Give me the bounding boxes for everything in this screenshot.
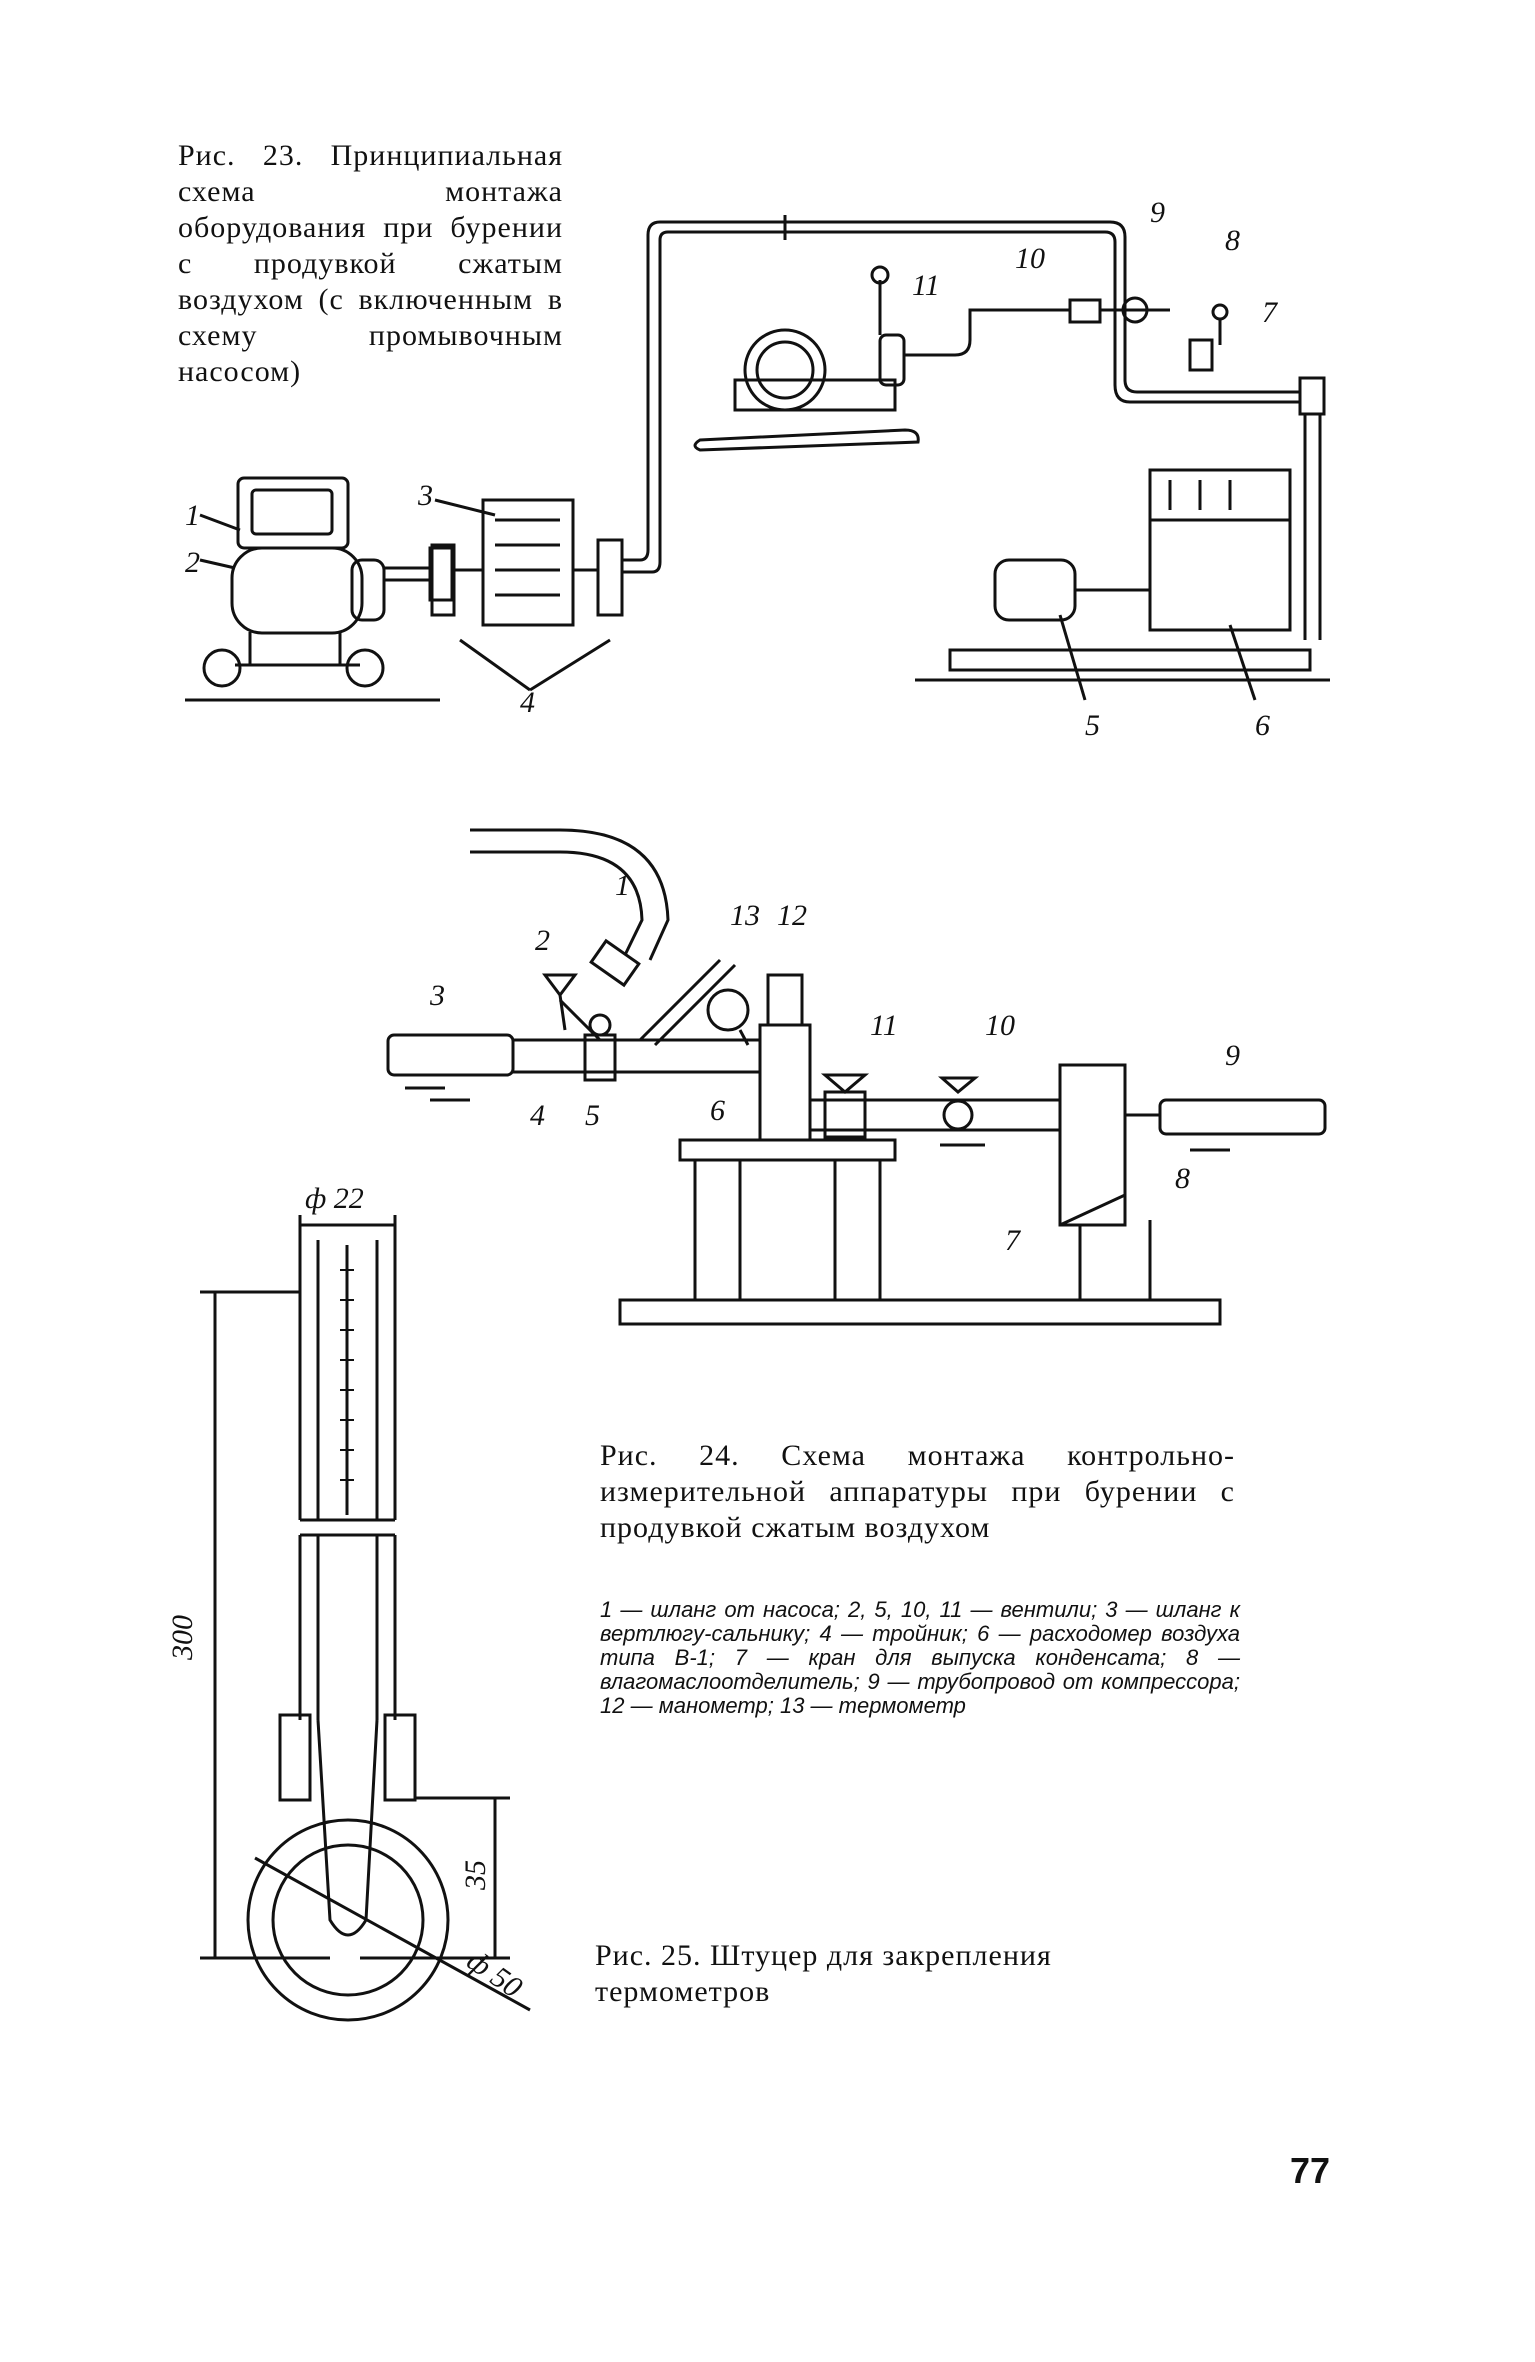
fig25-dim-300: 300: [166, 1615, 199, 1661]
fig24-label-3: 3: [429, 979, 445, 1012]
page-number: 77: [1290, 2150, 1331, 2191]
fig25-caption: Рис. 25. Штуцер для закрепления термомет…: [595, 1939, 1052, 2008]
fig23-label-9: 9: [1150, 196, 1165, 229]
fig23-label-6: 6: [1255, 709, 1270, 742]
fig25-dim-35: 35: [459, 1860, 492, 1891]
fig23-label-11: 11: [912, 269, 940, 302]
fig23-label-7: 7: [1262, 296, 1279, 329]
fig24-label-10: 10: [985, 1009, 1015, 1042]
fig23-label-3: 3: [417, 479, 433, 512]
fig25-dim-d50: ф 50: [461, 1944, 528, 2005]
fig24-label-13: 13: [730, 899, 760, 932]
fig23-label-2: 2: [185, 546, 200, 579]
fig23-label-10: 10: [1015, 242, 1045, 275]
fig23-label-5: 5: [1085, 709, 1100, 742]
fig24-label-7: 7: [1005, 1224, 1022, 1257]
fig24-label-1: 1: [615, 869, 630, 902]
fig24-legend: 1 — шланг от насоса; 2, 5, 10, 11 — вент…: [600, 1597, 1240, 1718]
fig24-caption: Рис. 24. Схема монтажа контрольно-измери…: [600, 1439, 1235, 1544]
fig23-label-4: 4: [520, 686, 535, 719]
fig23-caption: Рис. 23. Принципиальная схема монтажа об…: [178, 139, 563, 388]
fig23-label-1: 1: [185, 499, 200, 532]
fig24-label-12: 12: [777, 899, 807, 932]
fig24-label-11: 11: [870, 1009, 898, 1042]
fig24-label-8: 8: [1175, 1162, 1190, 1195]
fig24-label-2: 2: [535, 924, 550, 957]
fig25-dim-d22: ф 22: [305, 1182, 364, 1215]
fig24-label-6: 6: [710, 1094, 725, 1127]
fig24-label-5: 5: [585, 1099, 600, 1132]
fig23-label-8: 8: [1225, 224, 1240, 257]
fig24-label-9: 9: [1225, 1039, 1240, 1072]
fig24-label-4: 4: [530, 1099, 545, 1132]
